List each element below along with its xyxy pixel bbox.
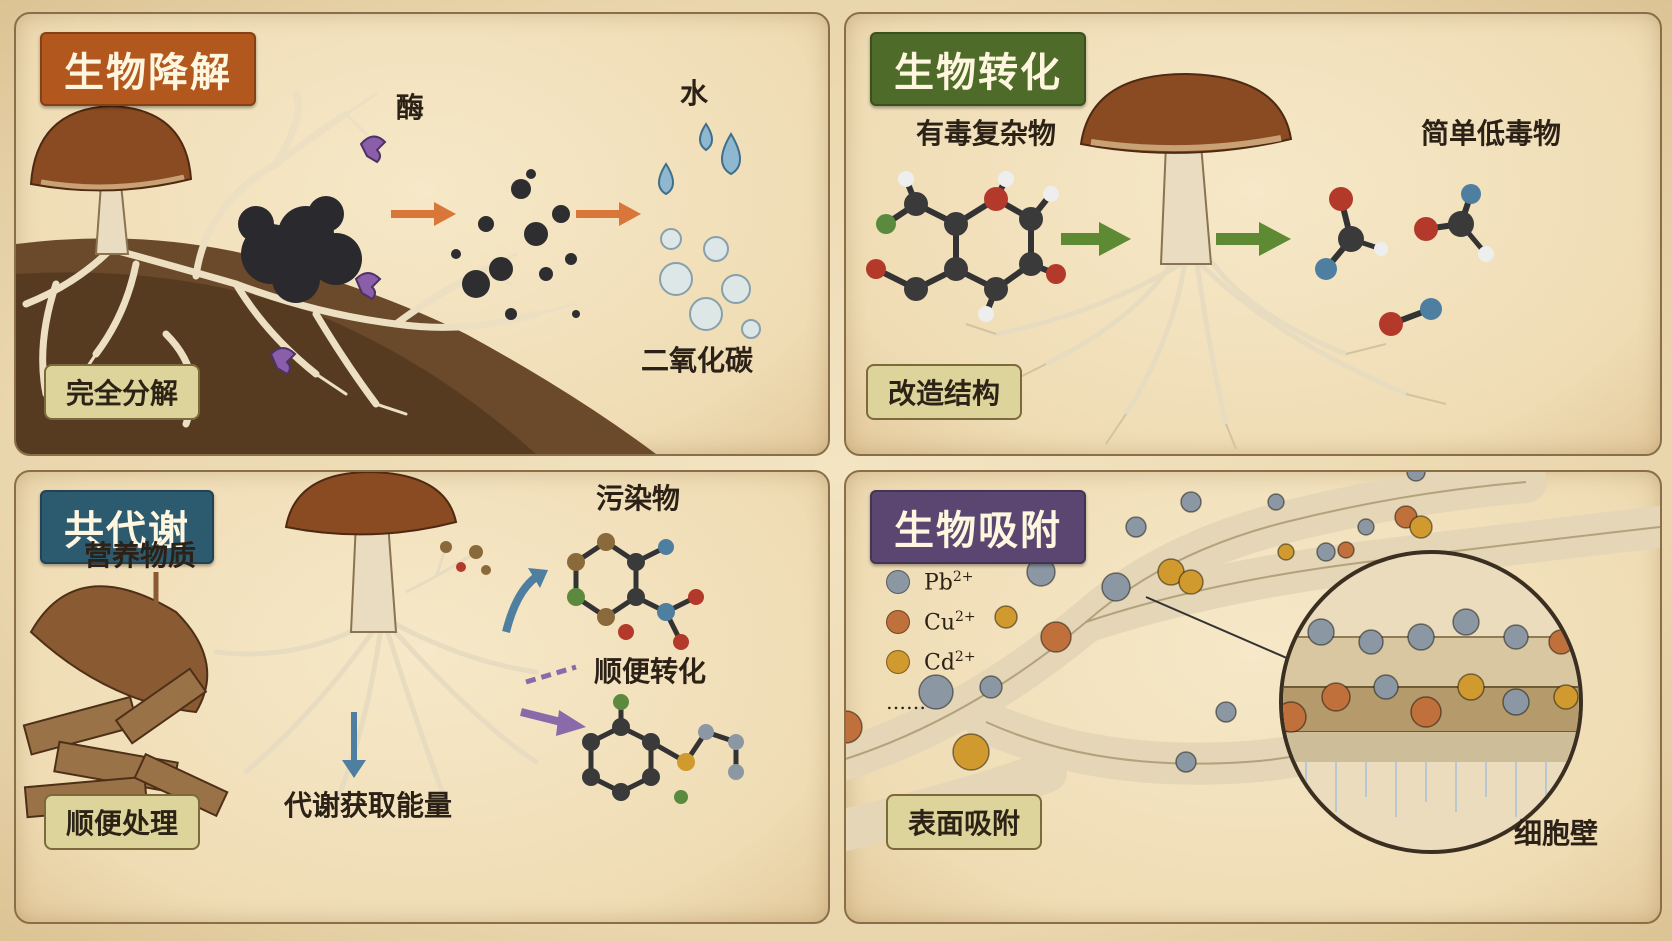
enzyme-label: 酶 (396, 91, 425, 124)
panel-biosorption: 生物吸附 Pb2+ Cu2+ Cd2+ …… 细胞壁 表面吸附 (844, 470, 1662, 924)
badge-complete-decomposition: 完全分解 (44, 364, 201, 420)
water-drops (658, 122, 741, 196)
dashed-arrow (525, 664, 577, 685)
complex-atoms (866, 171, 1066, 322)
panel-title: 共代谢 (40, 490, 214, 564)
panel-title: 生物降解 (40, 32, 256, 106)
badge-surface-adsorption: 表面吸附 (886, 794, 1043, 850)
legend-ion-label: Cu2+ (924, 608, 976, 636)
co2-label: 二氧化碳 (641, 344, 754, 377)
panel-cometabolism: 共代谢 营养物质 污染物 顺便转化 代谢获取能量 顺便处理 (14, 470, 830, 924)
panel-title: 生物吸附 (870, 490, 1086, 564)
panel-biodegradation: 生物降解 酶 水 二氧化碳 完全分解 (14, 12, 830, 456)
leaf (29, 585, 209, 714)
cometabolism-illustration (22, 472, 744, 819)
mushroom-stem (1159, 143, 1213, 265)
water-label: 水 (680, 77, 709, 110)
badge-incidental-treatment: 顺便处理 (44, 794, 201, 850)
legend-item-pb: Pb2+ (886, 562, 976, 602)
complex-molecule (874, 177, 1058, 316)
fragments (451, 169, 580, 320)
mushroom-cap (29, 104, 193, 192)
legend-ion-label: Pb2+ (924, 568, 974, 596)
legend-ellipsis: …… (886, 690, 926, 714)
pollutant-molecule-bottom (588, 702, 739, 795)
ion-dot-icon (886, 650, 910, 674)
convert-label: 顺便转化 (594, 655, 707, 688)
legend-ion-label: Cd2+ (924, 648, 976, 676)
legend-ion-charge: 2+ (955, 608, 976, 625)
purple-arrow (520, 708, 562, 726)
energy-label: 代谢获取能量 (284, 789, 453, 822)
panel-title: 生物转化 (870, 32, 1086, 106)
nutrient-label: 营养物质 (84, 539, 197, 572)
mushroom-cap (284, 472, 458, 536)
adsorbed-ions (846, 472, 1433, 773)
simple-low-toxicity-label: 简单低毒物 (1421, 117, 1562, 150)
toxic-complex-label: 有毒复杂物 (916, 117, 1057, 150)
ion-legend: Pb2+ Cu2+ Cd2+ (886, 562, 976, 682)
legend-ion-charge: 2+ (952, 568, 974, 585)
mushroom-stem (94, 183, 130, 255)
roots (993, 251, 1409, 427)
pollutant-beads (440, 541, 491, 575)
pollutant-label: 污染物 (596, 482, 681, 515)
degradation-arrows (391, 202, 641, 226)
magnified-cell-wall (1279, 550, 1583, 854)
mushroom-cap (1079, 72, 1293, 154)
legend-ion-charge: 2+ (954, 648, 976, 665)
mushroom-stem (349, 521, 398, 633)
ion-dot-icon (886, 570, 910, 594)
pollutant-clump (238, 196, 362, 303)
simple-molecules (1315, 184, 1494, 336)
legend-item-cd: Cd2+ (886, 642, 976, 682)
pointer-line (1145, 596, 1297, 663)
enzyme-icons (269, 135, 387, 376)
biosorption-illustration (846, 472, 1660, 854)
cell-wall-label: 细胞壁 (1514, 817, 1599, 850)
ion-dot-icon (886, 610, 910, 634)
transformation-arrows (1061, 222, 1291, 256)
blue-curved-arrow (502, 573, 539, 633)
badge-modify-structure: 改造结构 (866, 364, 1023, 420)
roots (213, 619, 539, 805)
panel-biotransformation: 生物转化 有毒复杂物 简单低毒物 改造结构 (844, 12, 1662, 456)
biotransformation-illustration (866, 72, 1494, 450)
legend-item-cu: Cu2+ (886, 602, 976, 642)
co2-bubbles (659, 228, 761, 339)
